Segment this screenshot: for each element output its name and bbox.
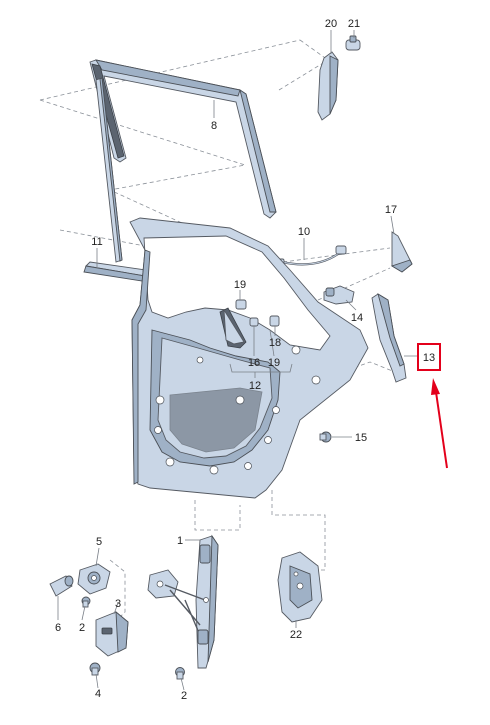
callout-labels: 20 21 8 11 10 17 19 14 18 16 19 12 13 15… — [55, 18, 435, 702]
callout-2-bottom: 2 — [181, 690, 187, 702]
callout-4: 4 — [95, 688, 101, 700]
callout-13: 13 — [423, 352, 435, 364]
callout-16: 16 — [248, 357, 260, 369]
callout-5: 5 — [96, 536, 102, 548]
highlight-box-13 — [417, 343, 441, 371]
callout-10: 10 — [298, 226, 310, 238]
callout-3: 3 — [115, 598, 121, 610]
clip-19b — [249, 317, 259, 327]
screw-18 — [269, 315, 280, 327]
callout-19-low: 19 — [268, 357, 280, 369]
bolt-15 — [319, 431, 332, 443]
clip-21 — [345, 35, 361, 51]
callout-20: 20 — [325, 18, 337, 30]
bolt-4 — [89, 662, 101, 676]
handle-bracket-14 — [323, 285, 355, 305]
motor-cap-6 — [49, 575, 74, 597]
corner-trim-17 — [390, 231, 413, 273]
callout-11: 11 — [91, 236, 102, 248]
assembly-guide-lines — [39, 39, 396, 623]
regulator-motor-5 — [77, 563, 111, 595]
clip-19 — [235, 299, 247, 310]
triangle-trim-panel — [219, 307, 247, 349]
door-shell — [129, 217, 369, 499]
callout-21: 21 — [348, 18, 360, 30]
rear-trim-strip-13 — [371, 293, 407, 383]
callout-14: 14 — [351, 312, 363, 324]
callout-2-left: 2 — [79, 622, 85, 634]
callout-19-top: 19 — [234, 279, 246, 291]
screw-2-left — [81, 596, 91, 608]
callout-22: 22 — [290, 629, 302, 641]
window-regulator — [147, 534, 219, 669]
glass-run-strip — [95, 77, 123, 263]
callout-18: 18 — [269, 337, 281, 349]
screw-2-bottom — [175, 667, 185, 680]
door-cable — [275, 245, 347, 266]
speaker-cover-22 — [277, 551, 323, 623]
callout-1: 1 — [177, 535, 183, 547]
callout-6: 6 — [55, 622, 61, 634]
callout-12: 12 — [249, 380, 261, 392]
b-pillar-trim — [317, 51, 339, 121]
callout-15: 15 — [355, 432, 367, 444]
callout-17: 17 — [385, 204, 397, 216]
callout-8: 8 — [211, 120, 217, 132]
control-module-3 — [95, 610, 129, 657]
window-guide-channel — [89, 59, 277, 219]
red-arrow — [431, 378, 448, 469]
